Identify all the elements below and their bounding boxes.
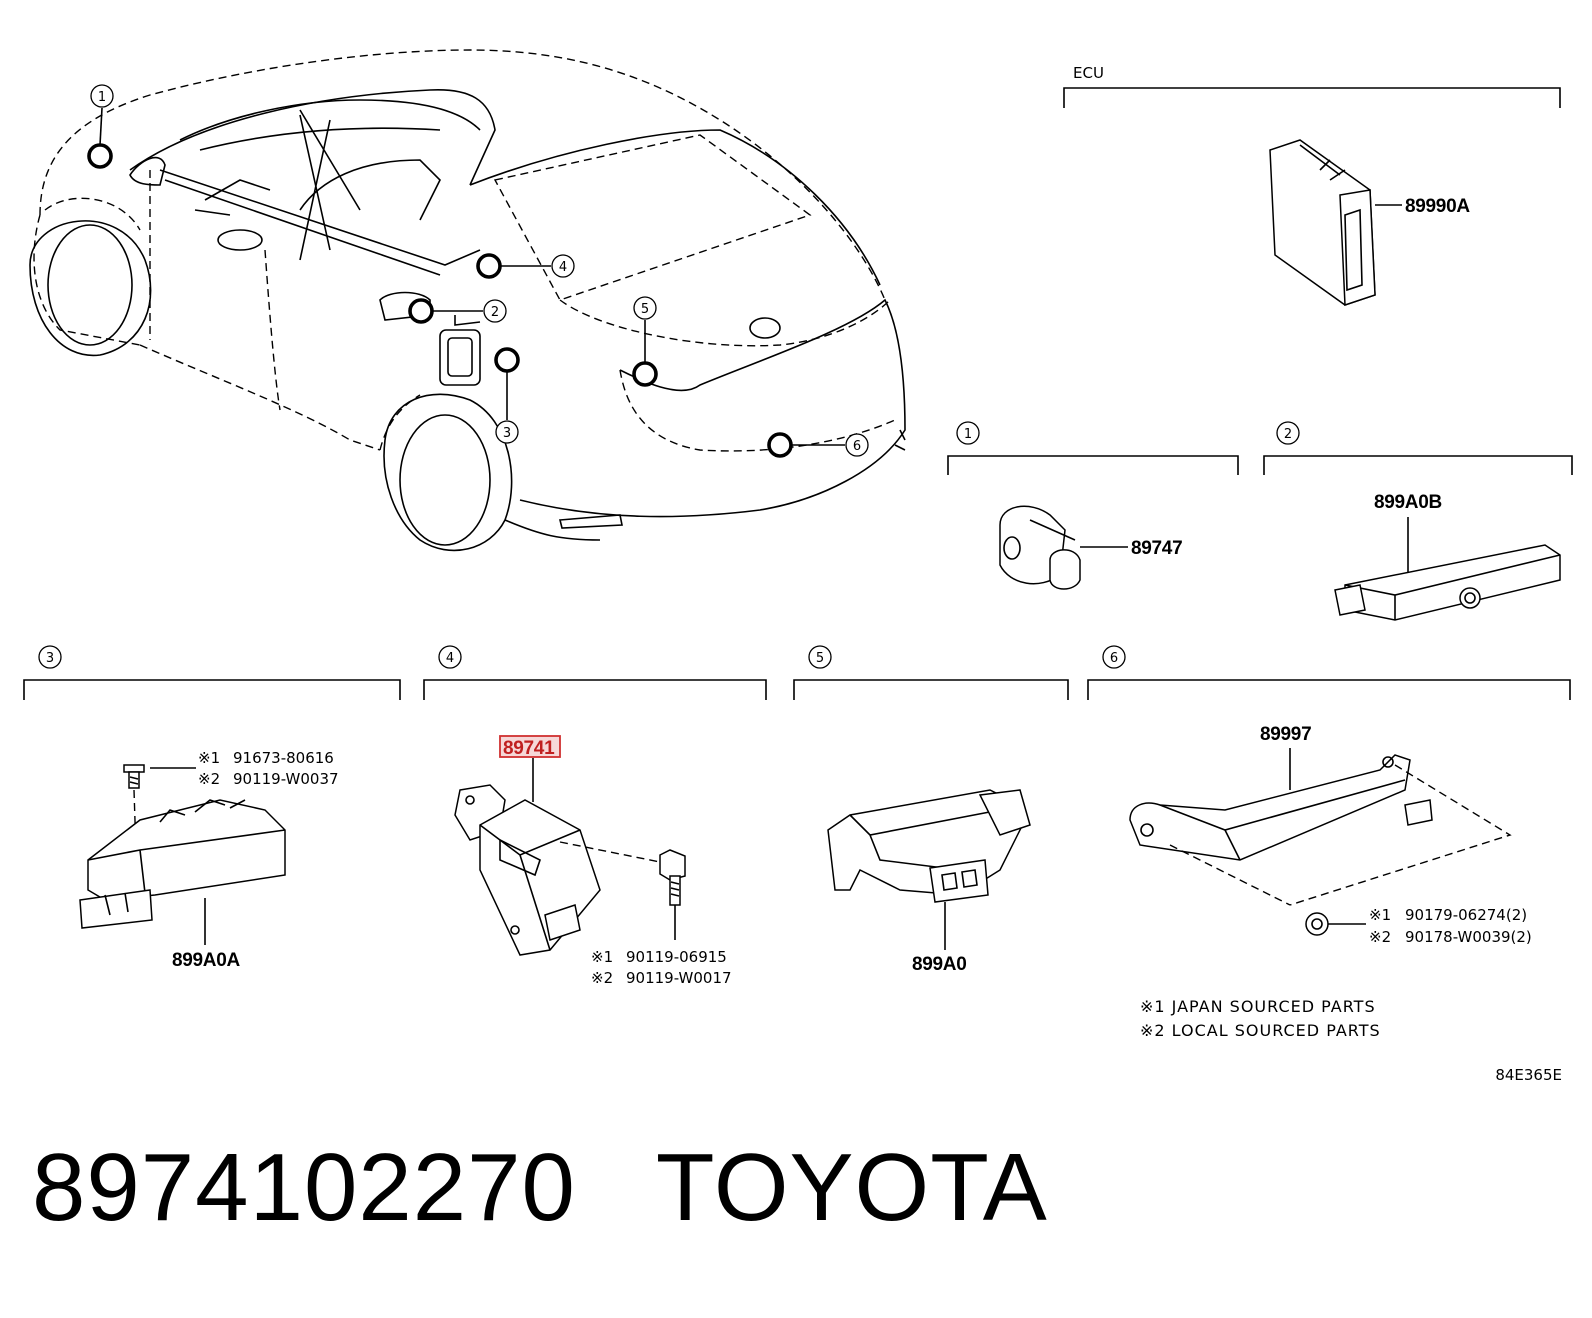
fastener-label-91673-80616[interactable]: 91673-80616 <box>233 749 334 767</box>
section-3: 3 ※1 91673-80616 ※2 90119-W0037 899A0A <box>23 645 401 971</box>
svg-text:1: 1 <box>98 90 106 105</box>
sensor-89747[interactable] <box>999 505 1081 590</box>
legend-local: ※2 LOCAL SOURCED PARTS <box>1140 1021 1381 1040</box>
svg-text:3: 3 <box>503 426 511 441</box>
svg-text:5: 5 <box>641 302 649 317</box>
svg-text:6: 6 <box>853 439 861 454</box>
fastener-label-90178-W0039[interactable]: 90178-W0039(2) <box>1405 928 1532 946</box>
section-2: 2 899A0B <box>1263 421 1573 621</box>
svg-text:6: 6 <box>1110 651 1118 666</box>
callout-2[interactable]: 2 <box>408 298 507 324</box>
bolt-3[interactable] <box>123 764 145 789</box>
car-illustration <box>29 49 906 552</box>
callout-3[interactable]: 3 <box>494 347 520 444</box>
bolt-4[interactable] <box>659 849 686 906</box>
svg-text:4: 4 <box>446 651 454 666</box>
section-5: 5 899A0 <box>793 645 1069 975</box>
brand-name: TOYOTA <box>655 1134 1048 1241</box>
fastener-label-90119-06915[interactable]: 90119-06915 <box>626 948 727 966</box>
callout-1[interactable]: 1 <box>87 84 114 169</box>
antenna-899A0[interactable] <box>827 789 1031 903</box>
fastener-label-90119-W0037[interactable]: 90119-W0037 <box>233 770 339 788</box>
section-1: 1 89747 <box>947 421 1239 590</box>
callout-4[interactable]: 4 <box>476 253 575 279</box>
section-4: 4 89741 ※1 90119-06915 ※2 90119-W0017 <box>423 645 767 987</box>
module-89741[interactable] <box>454 784 601 956</box>
part-label-899A0A[interactable]: 899A0A <box>172 950 241 971</box>
ecu-label: ECU <box>1073 64 1104 82</box>
svg-text:※1: ※1 <box>198 749 220 767</box>
part-label-89997[interactable]: 89997 <box>1260 724 1312 745</box>
highlight-box <box>499 735 561 758</box>
part-label-899A0B[interactable]: 899A0B <box>1374 492 1442 513</box>
parts-diagram: 1 2 3 4 5 6 <box>23 49 1573 1084</box>
fastener-label-90179-06274[interactable]: 90179-06274(2) <box>1405 906 1527 924</box>
callout-5[interactable]: 5 <box>632 296 658 387</box>
section-6: 6 89997 ※1 90179-06274(2) ※2 90178-W0039… <box>1087 645 1571 946</box>
fastener-label-90119-W0017[interactable]: 90119-W0017 <box>626 969 732 987</box>
antenna-89997[interactable] <box>1129 754 1433 861</box>
part-label-899A0[interactable]: 899A0 <box>912 954 967 975</box>
nut-6[interactable] <box>1305 912 1329 936</box>
svg-text:※1: ※1 <box>1369 906 1391 924</box>
part-number: 8974102270 <box>32 1134 576 1241</box>
svg-text:3: 3 <box>46 651 54 666</box>
ecu-section: ECU 89990A <box>1063 64 1561 307</box>
svg-text:2: 2 <box>1284 427 1292 442</box>
svg-text:1: 1 <box>964 427 972 442</box>
svg-text:2: 2 <box>491 305 499 320</box>
svg-text:4: 4 <box>559 260 567 275</box>
part-label-89990A[interactable]: 89990A <box>1405 196 1471 217</box>
diagram-code: 84E365E <box>1495 1066 1562 1084</box>
part-label-89747[interactable]: 89747 <box>1131 538 1183 559</box>
sourcing-legend: ※1 JAPAN SOURCED PARTS ※2 LOCAL SOURCED … <box>1140 997 1381 1040</box>
svg-text:5: 5 <box>816 651 824 666</box>
svg-text:※1: ※1 <box>591 948 613 966</box>
ecu-module[interactable] <box>1269 139 1376 307</box>
antenna-899A0B[interactable] <box>1334 544 1561 621</box>
callout-6[interactable]: 6 <box>767 432 869 458</box>
svg-text:※2: ※2 <box>198 770 220 788</box>
svg-text:※2: ※2 <box>1369 928 1391 946</box>
part-label-89741[interactable]: 89741 <box>503 738 555 759</box>
antenna-899A0A[interactable] <box>79 799 286 929</box>
svg-text:※2: ※2 <box>591 969 613 987</box>
callout-markers: 1 2 3 4 5 6 <box>87 84 869 458</box>
legend-japan: ※1 JAPAN SOURCED PARTS <box>1140 997 1376 1016</box>
